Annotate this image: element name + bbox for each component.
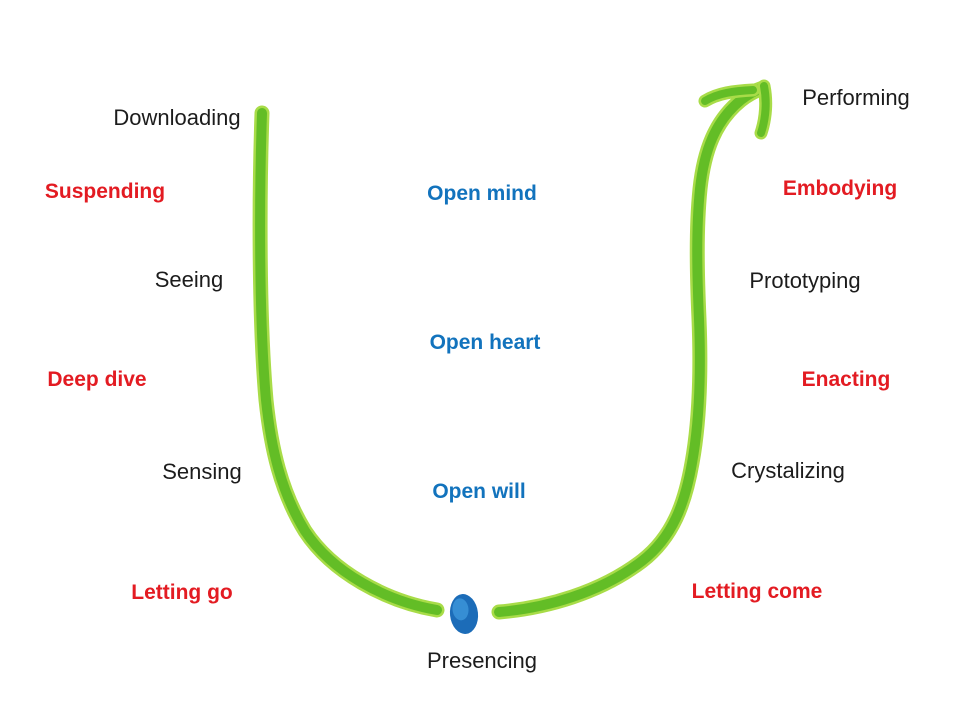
label-prototyping: Prototyping — [749, 268, 861, 293]
label-letting-go: Letting go — [131, 581, 233, 604]
arrowhead-icon — [698, 79, 773, 140]
label-downloading: Downloading — [113, 105, 241, 130]
label-deep-dive: Deep dive — [47, 368, 147, 391]
label-open-mind: Open mind — [427, 182, 537, 205]
label-open-heart: Open heart — [429, 331, 541, 354]
label-open-will: Open will — [432, 480, 526, 503]
label-crystalizing: Crystalizing — [731, 458, 845, 483]
u-curve-right-stroke — [491, 80, 771, 620]
label-letting-come: Letting come — [691, 580, 823, 603]
u-curve-left-stroke — [252, 105, 445, 618]
label-suspending: Suspending — [44, 180, 166, 203]
label-seeing: Seeing — [154, 267, 224, 292]
label-performing: Performing — [802, 85, 910, 110]
label-enacting: Enacting — [801, 368, 891, 391]
label-sensing: Sensing — [162, 459, 242, 484]
label-presencing: Presencing — [426, 648, 538, 673]
label-embodying: Embodying — [782, 177, 898, 200]
presencing-dot — [449, 594, 479, 634]
